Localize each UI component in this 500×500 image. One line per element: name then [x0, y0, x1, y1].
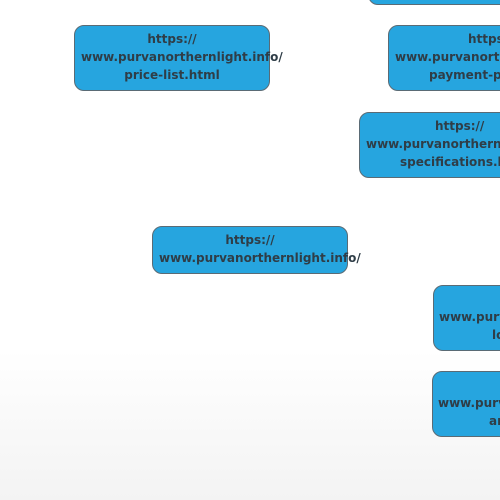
node-amenities-line-1: [438, 376, 500, 394]
node-specifications-line-3: specifications.ht: [400, 155, 500, 169]
node-top-partial[interactable]: [368, 0, 500, 5]
node-amenities[interactable]: www.purv am: [432, 371, 500, 437]
node-payment-plan[interactable]: https: www.purvanorthe payment-pla: [388, 25, 500, 91]
node-amenities-line-3: am: [489, 414, 500, 428]
node-root[interactable]: https:// www.purvanorthernlight.info/: [152, 226, 361, 274]
node-specifications[interactable]: https:// www.purvanorthernlig specificat…: [359, 112, 500, 178]
node-location-line-2: www.purv: [439, 310, 500, 324]
node-price-list-line-3: price-list.html: [124, 68, 220, 82]
node-price-list[interactable]: https:// www.purvanorthernlight.info/ pr…: [74, 25, 283, 91]
node-specifications-line-2: www.purvanorthernlig: [366, 137, 500, 151]
node-location-line-1: [439, 290, 500, 308]
node-location-line-3: lo: [492, 328, 500, 342]
node-amenities-line-2: www.purv: [438, 396, 500, 410]
node-root-line-1: https://: [225, 233, 275, 247]
node-payment-plan-line-2: www.purvanorthe: [395, 50, 500, 64]
node-price-list-line-1: https://: [147, 32, 197, 46]
node-root-line-2: www.purvanorthernlight.info/: [159, 251, 361, 265]
node-specifications-line-1: https://: [435, 119, 485, 133]
node-payment-plan-line-1: https:: [468, 32, 500, 46]
node-location[interactable]: www.purv lo: [433, 285, 500, 351]
node-price-list-line-2: www.purvanorthernlight.info/: [81, 50, 283, 64]
node-payment-plan-line-3: payment-pla: [429, 68, 500, 82]
